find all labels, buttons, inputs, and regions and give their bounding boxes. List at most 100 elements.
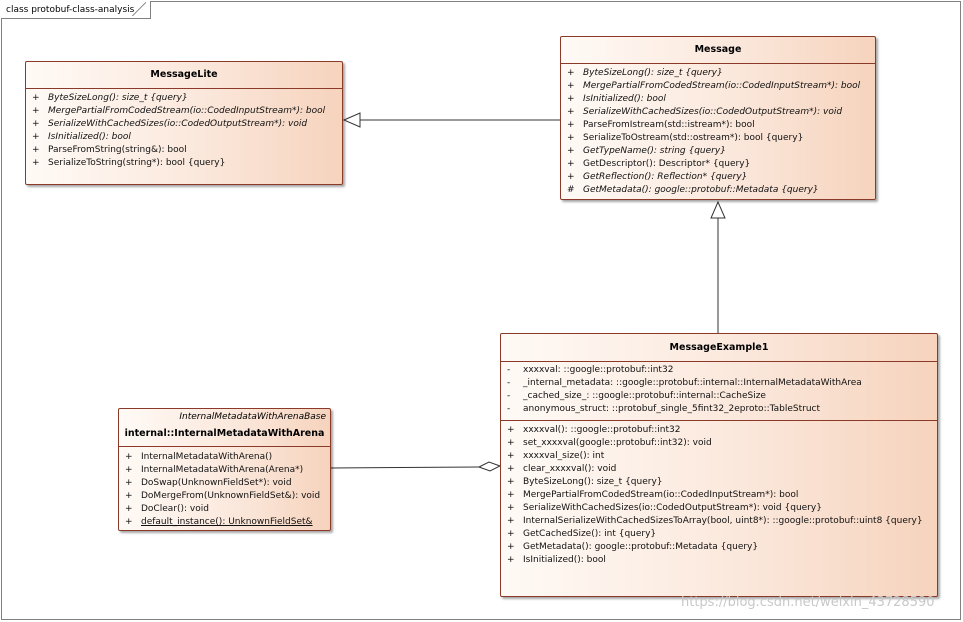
compartment-divider (119, 446, 330, 447)
class-member[interactable]: +GetCachedSize(): int {query} (501, 528, 937, 541)
member-visibility: + (32, 106, 40, 116)
class-member[interactable]: + IsInitialized(): bool (561, 93, 875, 106)
class-member[interactable]: +ByteSizeLong(): size_t {query} (26, 92, 342, 105)
class-member[interactable]: + SerializeWithCachedSizes(io::CodedOutpu… (501, 502, 937, 515)
member-visibility: + (125, 452, 133, 462)
member-signature: GetDescriptor(): Descriptor* {query} (583, 159, 751, 169)
member-visibility: + (507, 503, 515, 513)
class-member[interactable]: + DoSwap(UnknownFieldSet*): void (119, 477, 330, 490)
member-visibility: + (507, 451, 515, 461)
class-member[interactable]: +MergePartialFromCodedStream(io::CodedIn… (501, 489, 937, 502)
member-visibility: + (507, 438, 515, 448)
member-signature: xxxxval: ::google::protobuf::int32 (523, 365, 674, 375)
generalization-arrowhead[interactable] (710, 200, 726, 219)
compartment-divider (501, 420, 937, 421)
class-member[interactable]: + InternalMetadataWithArena() (119, 451, 330, 464)
member-visibility: - (507, 391, 511, 401)
member-visibility: + (507, 516, 515, 526)
class-member[interactable]: #GetMetadata(): google::protobuf::Metada… (561, 184, 875, 197)
member-signature: clear_xxxxval(): void (523, 464, 617, 474)
class-messagelite[interactable]: MessageLite +ByteSizeLong(): size_t {que… (25, 61, 343, 185)
class-member[interactable]: +xxxxval_size(): int (501, 450, 937, 463)
member-signature: InternalSerializeWithCachedSizesToArray(… (523, 516, 923, 526)
member-signature: SerializeWithCachedSizes(io::CodedOutput… (583, 107, 843, 117)
class-member[interactable]: +GetMetadata(): google::protobuf::Metada… (501, 541, 937, 554)
class-member[interactable]: +default_instance(): UnknownFieldSet& (119, 516, 330, 529)
member-signature: ParseFromString(string&): bool (48, 145, 187, 155)
member-visibility: - (507, 404, 511, 414)
member-signature: DoMergeFrom(UnknownFieldSet&): void (141, 491, 321, 501)
class-member[interactable]: +GetDescriptor(): Descriptor* {query} (561, 158, 875, 171)
member-signature: ByteSizeLong(): size_t {query} (48, 93, 188, 103)
member-visibility: + (567, 120, 575, 130)
aggregation-line (330, 466, 480, 469)
class-member[interactable]: +ByteSizeLong(): size_t {query} (501, 476, 937, 489)
operations-compartment: +xxxxval(): ::google::protobuf::int32+se… (501, 421, 937, 567)
member-signature: InternalMetadataWithArena() (141, 452, 273, 462)
member-signature: IsInitialized(): bool (48, 132, 131, 142)
class-member[interactable]: + GetTypeName(): string {query} (561, 145, 875, 158)
member-signature: ParseFromIstream(std::istream*): bool (583, 120, 755, 130)
class-member[interactable]: +xxxxval(): ::google::protobuf::int32 (501, 424, 937, 437)
member-visibility: + (32, 132, 40, 142)
class-internal-metadata-with-arena[interactable]: InternalMetadataWithArenaBase internal::… (118, 408, 331, 531)
class-member[interactable]: +DoMergeFrom(UnknownFieldSet&): void (119, 490, 330, 503)
class-member[interactable]: + set_xxxxval(google::protobuf::int32): v… (501, 437, 937, 450)
member-signature: IsInitialized(): bool (583, 94, 666, 104)
member-signature: GetTypeName(): string {query} (583, 146, 726, 156)
watermark-text: https://blog.csdn.net/weixin_43728590 (681, 595, 935, 610)
class-member[interactable]: -xxxxval: ::google::protobuf::int32 (501, 364, 937, 377)
member-visibility: + (567, 146, 575, 156)
class-member[interactable]: +MergePartialFromCodedStream(io::CodedIn… (561, 80, 875, 93)
member-signature: SerializeToString(string*): bool {query} (48, 158, 226, 168)
diagram-frame-title: class protobuf-class-analysis (1, 1, 152, 19)
class-member[interactable]: + InternalMetadataWithArena(Arena*) (119, 464, 330, 477)
member-visibility: + (32, 158, 40, 168)
member-signature: InternalMetadataWithArena(Arena*) (141, 465, 304, 475)
class-member[interactable]: -anonymous_struct: ::protobuf_single_5fi… (501, 403, 937, 416)
member-visibility: + (125, 478, 133, 488)
class-messageexample1[interactable]: MessageExample1 -xxxxval: ::google::prot… (500, 333, 938, 597)
operations-compartment: +ByteSizeLong(): size_t {query}+MergePar… (561, 64, 875, 197)
member-signature: ByteSizeLong(): size_t {query} (523, 477, 663, 487)
member-visibility: + (567, 172, 575, 182)
class-member[interactable]: -_internal_metadata: ::google::protobuf:… (501, 377, 937, 390)
class-member[interactable]: + IsInitialized(): bool (26, 131, 342, 144)
class-member[interactable]: +ParseFromString(string&): bool (26, 144, 342, 157)
member-signature: ByteSizeLong(): size_t {query} (583, 68, 723, 78)
class-member[interactable]: + ParseFromIstream(std::istream*): bool (561, 119, 875, 132)
member-visibility: + (567, 81, 575, 91)
member-signature: DoSwap(UnknownFieldSet*): void (141, 478, 292, 488)
member-signature: SerializeWithCachedSizes(io::CodedOutput… (523, 503, 822, 513)
class-member[interactable]: +ByteSizeLong(): size_t {query} (561, 67, 875, 80)
class-member[interactable]: +SerializeWithCachedSizes(io::CodedOutpu… (561, 106, 875, 119)
aggregation-diamond[interactable] (477, 461, 502, 472)
member-signature: default_instance(): UnknownFieldSet& (141, 517, 313, 527)
member-signature: SerializeToOstream(std::ostream*): bool … (583, 133, 804, 143)
member-visibility: + (125, 465, 133, 475)
class-member[interactable]: +SerializeToOstream(std::ostream*): bool… (561, 132, 875, 145)
member-signature: MergePartialFromCodedStream(io::CodedInp… (523, 490, 799, 500)
member-signature: GetCachedSize(): int {query} (523, 529, 657, 539)
member-visibility: + (507, 542, 515, 552)
class-member[interactable]: + SerializeToString(string*): bool {query… (26, 157, 342, 170)
member-signature: IsInitialized(): bool (523, 555, 606, 565)
class-member[interactable]: +DoClear(): void (119, 503, 330, 516)
member-visibility: + (567, 94, 575, 104)
generalization-arrowhead[interactable] (342, 112, 361, 128)
class-member[interactable]: + InternalSerializeWithCachedSizesToArray… (501, 515, 937, 528)
class-member[interactable]: +MergePartialFromCodedStream(io::CodedIn… (26, 105, 342, 118)
class-member[interactable]: - _cached_size_: ::google::protobuf::inte… (501, 390, 937, 403)
class-member[interactable]: + GetReflection(): Reflection* {query} (561, 171, 875, 184)
operations-compartment: +ByteSizeLong(): size_t {query}+MergePar… (26, 89, 342, 170)
class-message[interactable]: Message +ByteSizeLong(): size_t {query}+… (560, 36, 876, 200)
class-member[interactable]: +IsInitialized(): bool (501, 554, 937, 567)
member-signature: set_xxxxval(google::protobuf::int32): vo… (523, 438, 712, 448)
class-member[interactable]: +SerializeWithCachedSizes(io::CodedOutpu… (26, 118, 342, 131)
member-visibility: - (507, 378, 511, 388)
member-signature: _cached_size_: ::google::protobuf::inter… (523, 391, 766, 401)
member-signature: GetReflection(): Reflection* {query} (583, 172, 748, 182)
class-member[interactable]: +clear_xxxxval(): void (501, 463, 937, 476)
